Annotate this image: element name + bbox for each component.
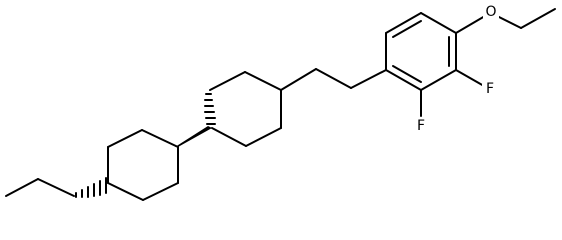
ethylene-linker — [280, 68, 387, 91]
molecule-drawing: O F F — [5, 3, 556, 201]
double-bond-inner — [392, 65, 422, 83]
hashed-wedge-bond — [75, 177, 107, 198]
bond — [385, 69, 422, 91]
benzene-ring — [385, 12, 457, 91]
bond — [420, 12, 457, 34]
bond — [141, 129, 179, 148]
svg-text:F: F — [417, 118, 425, 134]
bond — [209, 71, 246, 91]
bond — [280, 68, 317, 91]
atom-label-oxygen: O — [483, 3, 499, 21]
cyclohexane-ring-lower — [107, 129, 179, 201]
hashed-wedge-bond-upper — [204, 93, 216, 125]
bond — [37, 178, 75, 197]
svg-text:O: O — [485, 4, 496, 20]
bond — [350, 69, 387, 89]
bond — [315, 68, 352, 89]
bond — [520, 8, 556, 29]
bond — [245, 127, 282, 147]
propyl-chain — [5, 177, 107, 198]
double-bond-inner — [392, 20, 422, 38]
bond — [385, 12, 422, 34]
atom-label-fluorine-lower: F — [413, 117, 429, 135]
bond — [142, 182, 179, 201]
ethoxy-group — [455, 8, 556, 34]
bond — [496, 15, 522, 29]
bond — [107, 182, 144, 201]
structure-canvas: O F F — [5, 3, 556, 201]
bond — [211, 127, 247, 147]
cyclohexane-ring-upper — [209, 71, 282, 147]
bond-to-fluorine-upper — [455, 69, 485, 87]
wedge-bond — [175, 126, 212, 147]
bond — [5, 178, 39, 197]
bond — [107, 129, 143, 148]
bond — [244, 71, 282, 91]
atom-label-fluorine-upper: F — [482, 80, 498, 98]
svg-text:F: F — [486, 81, 494, 97]
bond — [420, 69, 457, 91]
bond — [455, 15, 486, 34]
